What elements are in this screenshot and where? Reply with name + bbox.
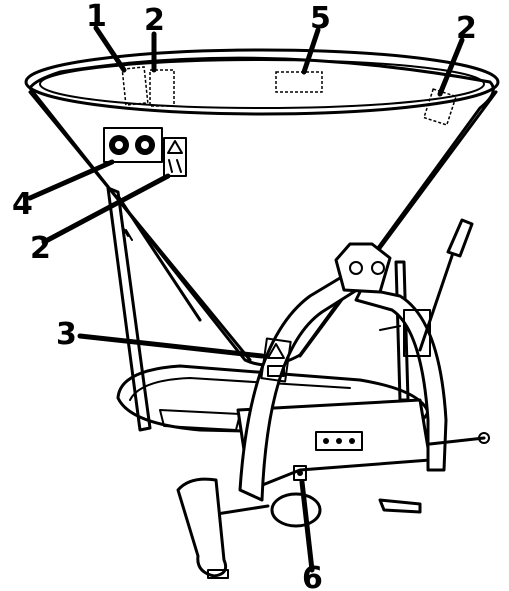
decal-2b	[423, 88, 457, 126]
hopper-warning-decals	[103, 127, 187, 177]
hopper-right-side	[298, 90, 498, 358]
hitch-frame	[198, 242, 490, 522]
bottom-drive	[176, 477, 422, 579]
callout-2a: 2	[144, 3, 165, 38]
callout-5: 5	[310, 1, 331, 36]
left-skid	[176, 477, 228, 578]
callout-labels: 1 2 5 2 4 2 3 6	[12, 0, 477, 591]
warning-triangle-icon-2	[267, 343, 285, 359]
decal-2a	[149, 69, 175, 107]
decal-panel-3	[260, 337, 292, 383]
frame-right	[394, 260, 410, 402]
decal-2c-symbol	[168, 159, 182, 173]
hopper-rim-inner	[39, 59, 485, 109]
callout-3: 3	[56, 317, 77, 352]
leader-2c	[41, 173, 171, 245]
spreader-disc	[270, 492, 322, 528]
shutoff-lever	[379, 218, 474, 357]
decal-panel-4	[103, 127, 163, 163]
frame-left	[106, 186, 202, 432]
lever-rod	[418, 248, 456, 352]
gearbox-plate	[315, 431, 363, 451]
skid-foot	[207, 569, 229, 579]
lever-quadrant	[403, 309, 431, 357]
callout-1: 1	[86, 0, 107, 34]
right-lower-pin	[428, 436, 486, 446]
hopper	[24, 48, 500, 367]
hopper-cone	[28, 56, 495, 367]
decal-6-plate	[293, 465, 307, 481]
hopper-rim-outer	[24, 48, 500, 116]
spreader-disc-deflector	[159, 409, 241, 431]
decal-1	[121, 66, 149, 106]
callout-6: 6	[302, 561, 323, 591]
callout-2c: 2	[30, 231, 51, 266]
warning-triangle-icon	[167, 140, 183, 154]
callout-4: 4	[12, 187, 33, 222]
right-leg	[394, 260, 410, 402]
callout-2b: 2	[456, 11, 477, 46]
leader-5	[301, 27, 321, 75]
leader-4	[27, 159, 115, 201]
left-leg	[106, 186, 152, 432]
leader-6	[299, 479, 315, 573]
decal-outlines	[121, 66, 457, 126]
leader-lines	[27, 25, 465, 573]
decal-5	[275, 71, 323, 93]
hopper-left-side	[28, 90, 252, 362]
left-brace	[116, 194, 202, 322]
right-rear-foot	[378, 498, 422, 514]
leader-2b	[437, 37, 465, 97]
decal-panel-2c	[163, 137, 187, 177]
leader-1	[93, 25, 127, 73]
lever-grip	[446, 218, 474, 258]
leader-3	[77, 333, 265, 359]
